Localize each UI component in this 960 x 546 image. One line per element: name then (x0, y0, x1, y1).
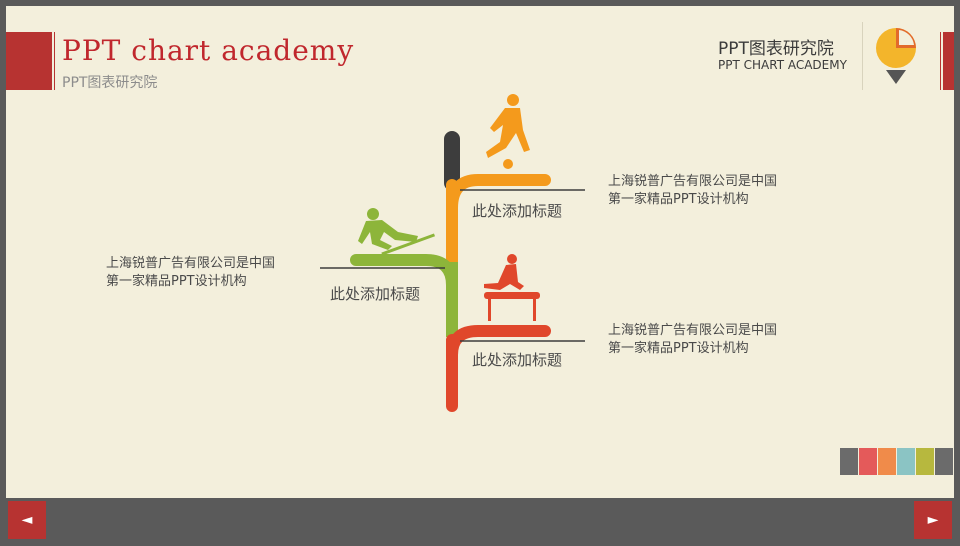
bottom-bar (0, 498, 960, 546)
item-1-desc-line1: 上海锐普广告有限公司是中国 (608, 174, 778, 189)
swatch (897, 448, 915, 475)
pie-pencil-logo-icon (876, 28, 916, 84)
soccer-player-icon (486, 94, 530, 169)
item-2-description: 上海锐普广告有限公司是中国 第一家精品PPT设计机构 (106, 255, 275, 291)
header-divider-right (940, 32, 941, 90)
next-slide-button[interactable]: ► (914, 501, 952, 539)
item-2-desc-line2: 第一家精品PPT设计机构 (106, 274, 247, 289)
brand-name-en: PPT CHART ACADEMY (718, 58, 847, 72)
swatch (840, 448, 858, 475)
brand-divider (862, 22, 863, 90)
swatch (916, 448, 934, 475)
swatch (878, 448, 896, 475)
slide (6, 6, 954, 498)
item-3-desc-line1: 上海锐普广告有限公司是中国 (608, 323, 778, 338)
item-1-label: 此处添加标题 (472, 202, 563, 220)
header-accent-left (6, 32, 52, 90)
prev-slide-button[interactable]: ◄ (8, 501, 46, 539)
item-1-description: 上海锐普广告有限公司是中国 第一家精品PPT设计机构 (608, 173, 777, 209)
gymnast-pommel-horse-icon (484, 254, 540, 321)
color-swatches (840, 448, 954, 475)
skier-icon (358, 208, 435, 256)
item-2-label: 此处添加标题 (330, 285, 421, 303)
header-divider-left (54, 32, 55, 90)
item-2-desc-line1: 上海锐普广告有限公司是中国 (106, 256, 276, 271)
item-3-description: 上海锐普广告有限公司是中国 第一家精品PPT设计机构 (608, 322, 777, 358)
brand-name-cn: PPT图表研究院 (718, 39, 834, 59)
swatch (859, 448, 877, 475)
item-1-desc-line2: 第一家精品PPT设计机构 (608, 192, 749, 207)
swatch (935, 448, 953, 475)
branch-red (446, 325, 551, 361)
item-3-label: 此处添加标题 (472, 351, 563, 369)
header-accent-right (943, 32, 954, 90)
page-subtitle: PPT图表研究院 (62, 75, 158, 91)
branch-green (350, 254, 458, 291)
page-title: PPT chart academy (62, 34, 355, 67)
item-3-desc-line2: 第一家精品PPT设计机构 (608, 341, 749, 356)
stem-top (444, 131, 460, 191)
